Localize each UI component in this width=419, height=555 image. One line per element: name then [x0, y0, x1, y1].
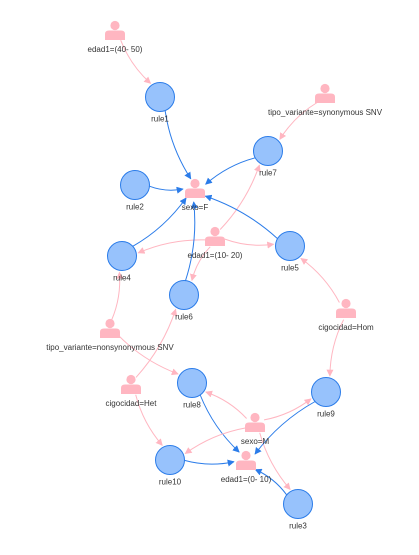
item-node-edad0[interactable]: edad1=(0- 10) — [221, 450, 272, 484]
edge-i_tipo_syn-to-r7[interactable] — [279, 101, 319, 140]
person-icon — [105, 20, 125, 40]
edge-i_tipo_nonsyn-to-r8[interactable] — [118, 335, 179, 376]
rule-node-rule7[interactable]: rule7 — [253, 136, 283, 178]
rule-node-rule4[interactable]: rule4 — [107, 241, 137, 283]
edge-i_cigHet-to-r10[interactable] — [135, 394, 163, 446]
edge-i_edad10-to-r4[interactable] — [137, 239, 206, 254]
item-node-edad40[interactable]: edad1=(40- 50) — [88, 20, 143, 54]
rule-circle[interactable] — [155, 445, 185, 475]
edge-r6-to-i_sexoF[interactable] — [185, 201, 198, 281]
edges-layer — [111, 40, 345, 496]
person-icon — [245, 412, 265, 432]
item-node-sexoM[interactable]: sexo=M — [241, 412, 270, 446]
rule-circle[interactable] — [253, 136, 283, 166]
rule-circle[interactable] — [107, 241, 137, 271]
item-label: sexo=F — [182, 203, 209, 212]
edge-i_edad10-to-r7[interactable] — [219, 164, 261, 230]
rule-label: rule1 — [151, 115, 169, 124]
item-label: edad1=(0- 10) — [221, 475, 272, 484]
edge-r1-to-i_sexoF[interactable] — [164, 110, 192, 180]
edge-i_sexoM-to-r8[interactable] — [205, 390, 247, 419]
rule-label: rule2 — [126, 203, 144, 212]
edge-i_sexoM-to-r9[interactable] — [264, 398, 312, 421]
item-label: tipo_variante=nonsynonymous SNV — [46, 343, 174, 352]
person-icon — [185, 178, 205, 198]
rule-node-rule10[interactable]: rule10 — [155, 445, 185, 487]
item-node-tipo_syn[interactable]: tipo_variante=synonymous SNV — [268, 83, 383, 117]
rule-circle[interactable] — [177, 368, 207, 398]
rule-label: rule6 — [175, 313, 193, 322]
rule-label: rule10 — [159, 478, 182, 487]
edge-r8-to-i_edad0[interactable] — [199, 394, 240, 453]
edge-r3-to-i_edad0[interactable] — [254, 468, 288, 496]
rule-circle[interactable] — [311, 377, 341, 407]
edge-i_cigHom-to-r5[interactable] — [300, 257, 340, 303]
rule-label: rule7 — [259, 169, 277, 178]
rule-node-rule6[interactable]: rule6 — [169, 280, 199, 322]
person-icon — [205, 226, 225, 246]
rule-label: rule9 — [317, 410, 335, 419]
item-label: edad1=(10- 20) — [188, 251, 243, 260]
edge-i_edad40-to-r1[interactable] — [120, 40, 152, 84]
rule-circle[interactable] — [169, 280, 199, 310]
rule-node-rule9[interactable]: rule9 — [311, 377, 341, 419]
item-label: sexo=M — [241, 437, 270, 446]
item-node-edad10[interactable]: edad1=(10- 20) — [188, 226, 243, 260]
edge-i_tipo_nonsyn-to-r4[interactable] — [111, 271, 124, 321]
edge-i_sexoM-to-r3[interactable] — [259, 432, 291, 491]
rule-node-rule1[interactable]: rule1 — [145, 82, 175, 124]
item-node-tipo_nonsyn[interactable]: tipo_variante=nonsynonymous SNV — [46, 318, 174, 352]
rule-node-rule3[interactable]: rule3 — [283, 489, 313, 531]
rule-circle[interactable] — [145, 82, 175, 112]
edge-r7-to-i_sexoF[interactable] — [205, 157, 256, 185]
edge-r5-to-i_sexoF[interactable] — [204, 194, 278, 239]
person-icon — [315, 83, 335, 103]
nodes-layer: edad1=(40- 50) tipo_variante=synonymous S… — [46, 20, 383, 531]
item-label: cigocidad=Hom — [318, 323, 374, 332]
person-icon — [236, 450, 256, 470]
rule-label: rule8 — [183, 401, 201, 410]
item-node-cigHom[interactable]: cigocidad=Hom — [318, 298, 374, 332]
rule-node-rule5[interactable]: rule5 — [275, 231, 305, 273]
item-node-sexoF[interactable]: sexo=F — [182, 178, 209, 212]
edge-i_edad10-to-r6[interactable] — [189, 246, 211, 282]
item-label: tipo_variante=synonymous SNV — [268, 108, 383, 117]
edge-i_sexoM-to-r10[interactable] — [184, 427, 246, 455]
item-label: edad1=(40- 50) — [88, 45, 143, 54]
rule-circle[interactable] — [120, 170, 150, 200]
edge-r9-to-i_edad0[interactable] — [254, 401, 316, 455]
item-node-cigHet[interactable]: cigocidad=Het — [106, 374, 158, 408]
rule-node-rule8[interactable]: rule8 — [177, 368, 207, 410]
edge-i_cigHet-to-r6[interactable] — [135, 308, 178, 378]
person-icon — [121, 374, 141, 394]
edge-i_edad10-to-r5[interactable] — [224, 238, 275, 249]
edge-r4-to-i_sexoF[interactable] — [132, 197, 187, 247]
person-icon — [100, 318, 120, 338]
edge-i_cigHom-to-r9[interactable] — [326, 319, 345, 377]
person-icon — [336, 298, 356, 318]
item-label: cigocidad=Het — [106, 399, 158, 408]
edge-r10-to-i_edad0[interactable] — [184, 459, 235, 467]
rule-label: rule4 — [113, 274, 131, 283]
rule-node-rule2[interactable]: rule2 — [120, 170, 150, 212]
rule-label: rule3 — [289, 522, 307, 531]
rule-circle[interactable] — [275, 231, 305, 261]
edge-r2-to-i_sexoF[interactable] — [149, 185, 184, 194]
rule-label: rule5 — [281, 264, 299, 273]
rule-circle[interactable] — [283, 489, 313, 519]
